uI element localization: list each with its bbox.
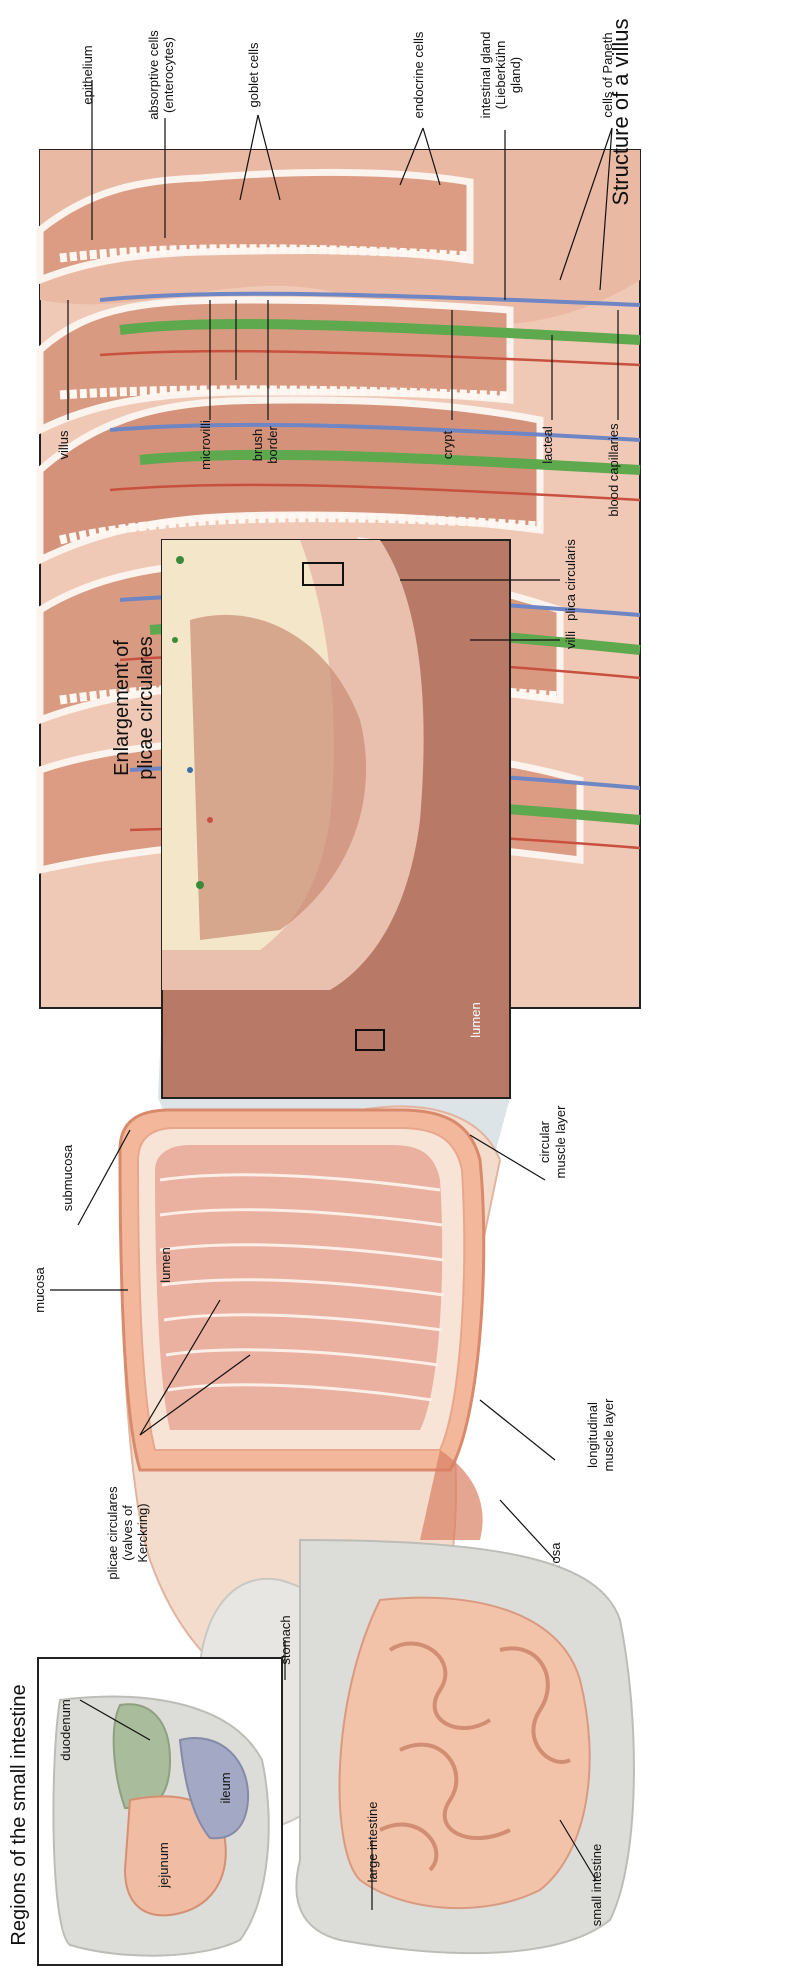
label-ileum: ileum <box>218 1772 233 1803</box>
label-longitudinal-muscle: muscle layer <box>601 1398 616 1472</box>
label-plicae-circulares: plicae circulares <box>105 1486 120 1580</box>
label-section-lumen: lumen <box>158 1247 173 1282</box>
label-villus: villus <box>56 430 71 459</box>
label-plica-circularis: plica circularis <box>563 539 578 621</box>
label-jejunum: jejunum <box>156 1842 171 1889</box>
plicae-title-line2: plicae circulares <box>135 636 157 779</box>
label-small-intestine: small intestine <box>589 1844 604 1926</box>
label-gland: gland) <box>508 57 523 93</box>
label-goblet-cells: goblet cells <box>246 42 261 108</box>
label-mucosa: mucosa <box>32 1266 47 1312</box>
regions-panel <box>38 1658 282 1965</box>
label-brush: brush <box>250 429 265 462</box>
label-circular: circular <box>537 1120 552 1163</box>
plicae-title-line1: Enlargement of <box>111 640 133 776</box>
label-endocrine-cells: endocrine cells <box>411 31 426 118</box>
label-longitudinal: longitudinal <box>585 1402 600 1468</box>
label-absorptive-cells: absorptive cells <box>146 30 161 120</box>
label-intestinal-gland: intestinal gland <box>478 32 493 119</box>
label-plicae-lumen: lumen <box>468 1002 483 1037</box>
plicae-panel <box>162 540 510 1098</box>
label-microvilli: microvilli <box>198 420 213 470</box>
label-submucosa: submucosa <box>60 1144 75 1211</box>
label-border: border <box>265 426 280 464</box>
regions-title: Regions of the small intestine <box>8 1684 30 1945</box>
label-cells-of-paneth: cells of Paneth <box>600 32 615 117</box>
label-crypt: crypt <box>440 431 455 460</box>
label-epithelium: epithelium <box>80 45 95 104</box>
label-kerckring: Kerckring) <box>135 1503 150 1562</box>
label-circular-muscle: muscle layer <box>553 1105 568 1179</box>
label-large-intestine: large intestine <box>365 1802 380 1883</box>
label-valves-of: (valves of <box>120 1505 135 1561</box>
label-enterocytes: (enterocytes) <box>161 37 176 113</box>
label-blood-capillaries: blood capillaries <box>606 423 621 517</box>
label-lieberkuhn: (Lieberkühn <box>493 41 508 110</box>
label-duodenum: duodenum <box>58 1699 73 1760</box>
label-villi: villi <box>563 631 578 649</box>
label-lacteal: lacteal <box>540 426 555 464</box>
